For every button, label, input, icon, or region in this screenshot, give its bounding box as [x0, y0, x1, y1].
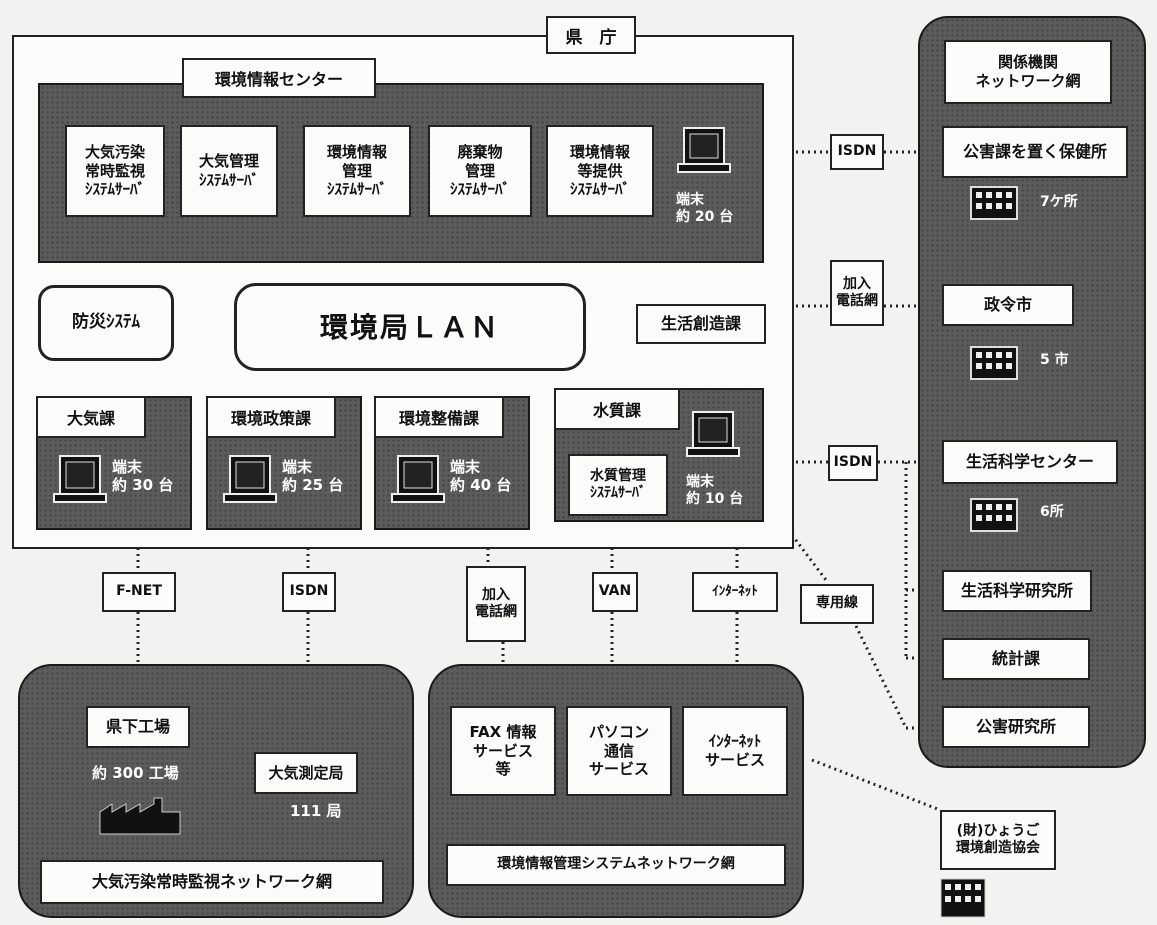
link-phone-mid: 加入 電話網 [830, 260, 884, 326]
division-water-label: 水質課 [554, 388, 680, 430]
division-water-terminals: 端末 約 10 台 [686, 474, 744, 507]
disaster-system: 防災ｼｽﾃﾑ [38, 285, 174, 361]
org-life-science-institute: 生活科学研究所 [942, 570, 1092, 612]
org-ordinance-city: 政令市 [942, 284, 1074, 326]
building-icon [970, 186, 1018, 220]
laptop-icon [223, 455, 277, 503]
division-env-maintenance-label: 環境整備課 [374, 396, 504, 438]
link-isdn-top: ISDN [830, 134, 884, 170]
org-health-center: 公害課を置く保健所 [942, 126, 1128, 178]
server-env-info-provision: 環境情報 等提供 ｼｽﾃﾑｻｰﾊﾞ [546, 125, 654, 217]
link-fnet: F-NET [102, 572, 176, 612]
factory-count: 約 300 工場 [92, 764, 179, 782]
building-icon [940, 878, 986, 918]
living-creation-dept: 生活創造課 [636, 304, 766, 344]
env-bureau-lan: 環境局ＬＡＮ [234, 283, 586, 371]
division-env-policy-label: 環境政策課 [206, 396, 336, 438]
server-air-pollution: 大気汚染 常時監視 ｼｽﾃﾑｻｰﾊﾞ [65, 125, 165, 217]
org-ordinance-city-count: 5 市 [1040, 352, 1069, 368]
env-info-center-label: 環境情報センター [182, 58, 376, 98]
factory-box: 県下工場 [86, 706, 190, 748]
related-orgs-title: 関係機関 ネットワーク網 [944, 40, 1112, 104]
link-isdn-mid: ISDN [828, 445, 878, 481]
org-statistics-dept: 統計課 [942, 638, 1090, 680]
hyogo-env-association: (財)ひょうご 環境創造協会 [940, 810, 1056, 870]
link-dedicated: 専用線 [800, 584, 874, 624]
link-isdn-bottom: ISDN [282, 572, 336, 612]
org-life-science-center-count: 6所 [1040, 504, 1064, 520]
division-air-label: 大気課 [36, 396, 146, 438]
division-air-terminals: 端末 約 30 台 [112, 458, 174, 494]
server-env-info-management: 環境情報 管理 ｼｽﾃﾑｻｰﾊﾞ [303, 125, 411, 217]
building-icon [970, 346, 1018, 380]
link-phone-bottom: 加入 電話網 [466, 566, 526, 642]
org-health-center-count: 7ケ所 [1040, 194, 1078, 210]
service-pc-comm: パソコン 通信 サービス [566, 706, 672, 796]
laptop-icon [686, 411, 740, 457]
air-measurement-station: 大気測定局 [254, 752, 358, 794]
building-icon [970, 498, 1018, 532]
server-water-management: 水質管理 ｼｽﾃﾑｻｰﾊﾞ [568, 454, 668, 516]
org-life-science-center: 生活科学センター [942, 440, 1118, 484]
air-monitoring-network-title: 大気汚染常時監視ネットワーク網 [40, 860, 384, 904]
prefecture-label: 県 庁 [546, 16, 636, 54]
laptop-icon [677, 127, 731, 173]
service-internet: ｲﾝﾀｰﾈｯﾄ サービス [682, 706, 788, 796]
factory-icon [99, 797, 181, 835]
link-internet: ｲﾝﾀｰﾈｯﾄ [692, 572, 778, 612]
service-fax: FAX 情報 サービス 等 [450, 706, 556, 796]
division-env-maintenance-terminals: 端末 約 40 台 [450, 458, 512, 494]
station-count: 111 局 [290, 802, 342, 820]
link-van: VAN [592, 572, 638, 612]
org-pollution-research-institute: 公害研究所 [942, 706, 1090, 748]
laptop-icon [391, 455, 445, 503]
laptop-icon [53, 455, 107, 503]
server-waste-management: 廃棄物 管理 ｼｽﾃﾑｻｰﾊﾞ [428, 125, 532, 217]
center-terminal-count: 端末 約 20 台 [676, 192, 734, 225]
env-info-network-title: 環境情報管理システムネットワーク網 [446, 844, 786, 886]
division-env-policy-terminals: 端末 約 25 台 [282, 458, 344, 494]
server-air-management: 大気管理 ｼｽﾃﾑｻｰﾊﾞ [180, 125, 278, 217]
